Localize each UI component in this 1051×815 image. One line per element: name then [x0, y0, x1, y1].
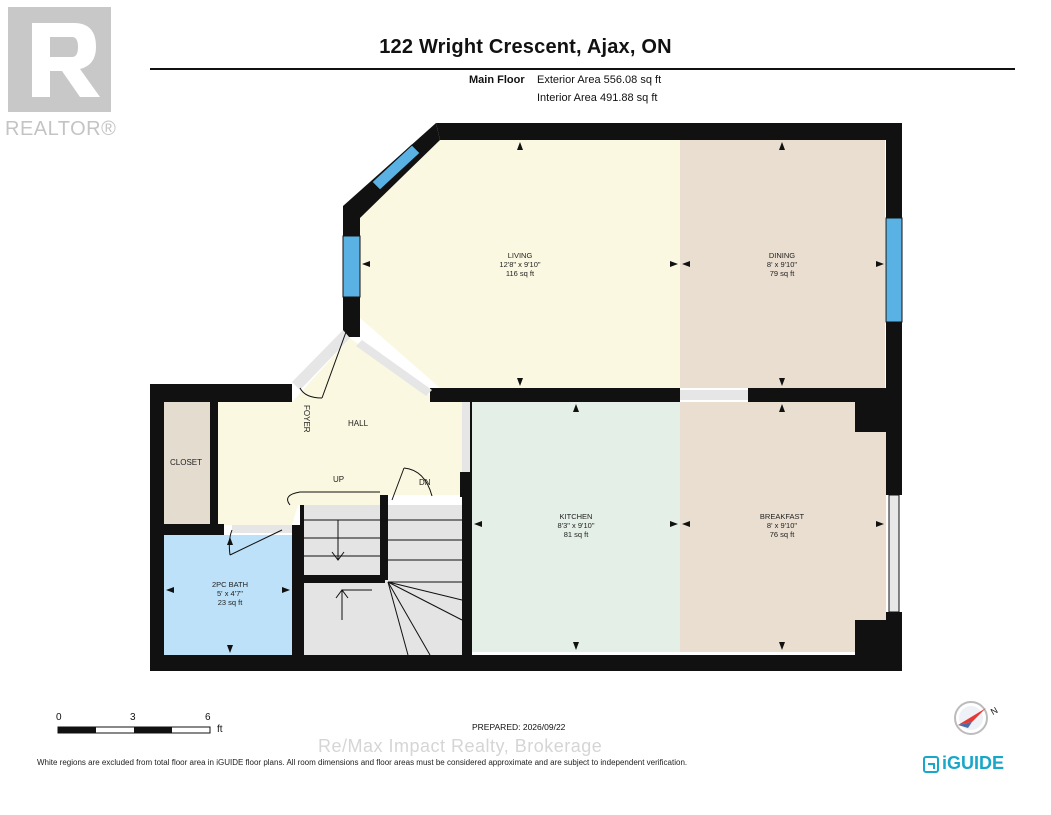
disclaimer-text: White regions are excluded from total fl… — [37, 758, 688, 767]
floor-name: Main Floor — [469, 74, 525, 86]
room-kitchen-name: KITCHEN — [559, 512, 593, 521]
exterior-area: Exterior Area 556.08 sq ft — [537, 74, 662, 86]
windows — [342, 144, 903, 323]
prepared-date: PREPARED: 2026/09/22 — [472, 722, 566, 732]
scale-unit: ft — [217, 724, 223, 735]
room-living-name: LIVING — [507, 251, 533, 260]
room-breakfast-name: BREAKFAST — [759, 512, 805, 521]
room-breakfast-area: 76 sq ft — [769, 530, 795, 539]
door-openings — [232, 330, 748, 533]
room-living-dims: 12'8" x 9'10" — [499, 260, 541, 269]
dimension-arrows — [166, 142, 884, 653]
iguide-brand: iGUIDE — [942, 753, 1005, 773]
stairs-down-label: DN — [419, 478, 431, 487]
room-dining-name: DINING — [768, 251, 796, 260]
realtor-logo-text: REALTOR® — [5, 118, 117, 140]
room-dining-dims: 8' x 9'10" — [766, 260, 798, 269]
room-breakfast-dims: 8' x 9'10" — [766, 521, 798, 530]
hall-area — [218, 338, 462, 525]
room-living: LIVING 12'8" x 9'10" 116 sq ft — [470, 251, 570, 278]
room-closet-name: CLOSET — [170, 458, 203, 467]
realtor-logo-mark — [8, 7, 111, 112]
room-living-area: 116 sq ft — [505, 269, 535, 278]
realtor-r-icon — [32, 23, 100, 97]
room-dining-area: 79 sq ft — [769, 269, 795, 278]
foyer-label: FOYER — [302, 405, 311, 433]
room-dining: DINING 8' x 9'10" 79 sq ft — [732, 251, 832, 278]
room-bath-area: 23 sq ft — [217, 598, 243, 607]
scale-bar — [57, 726, 211, 734]
stairs-up-label: UP — [333, 475, 345, 484]
room-kitchen-area: 81 sq ft — [563, 530, 589, 539]
stair-treads — [287, 491, 463, 656]
title-divider — [150, 68, 1015, 70]
breakfast-window — [888, 494, 900, 613]
page-title: 122 Wright Crescent, Ajax, ON — [379, 36, 672, 58]
room-hall-name: HALL — [348, 419, 369, 428]
brokerage-watermark: Re/Max Impact Realty, Brokerage — [318, 736, 603, 756]
bath-area — [164, 535, 292, 655]
interior-area: Interior Area 491.88 sq ft — [537, 92, 658, 104]
room-breakfast: BREAKFAST 8' x 9'10" 76 sq ft — [732, 512, 832, 539]
closet-area — [164, 402, 210, 524]
room-kitchen: KITCHEN 8'3" x 9'10" 81 sq ft — [526, 512, 626, 539]
room-kitchen-dims: 8'3" x 9'10" — [557, 521, 595, 530]
scale-tick-0: 0 — [56, 712, 62, 723]
scale-tick-3: 3 — [130, 712, 136, 723]
room-bath: 2PC BATH 5' x 4'7" 23 sq ft — [180, 580, 280, 607]
breakfast-area — [680, 402, 886, 652]
room-bath-name: 2PC BATH — [211, 580, 249, 589]
compass-icon — [954, 701, 988, 735]
living-room-area — [360, 140, 680, 388]
dining-room-area — [680, 140, 885, 388]
room-bath-dims: 5' x 4'7" — [217, 589, 243, 598]
kitchen-area — [472, 402, 680, 652]
scale-tick-6: 6 — [205, 712, 211, 723]
iguide-logo-icon — [923, 756, 939, 773]
